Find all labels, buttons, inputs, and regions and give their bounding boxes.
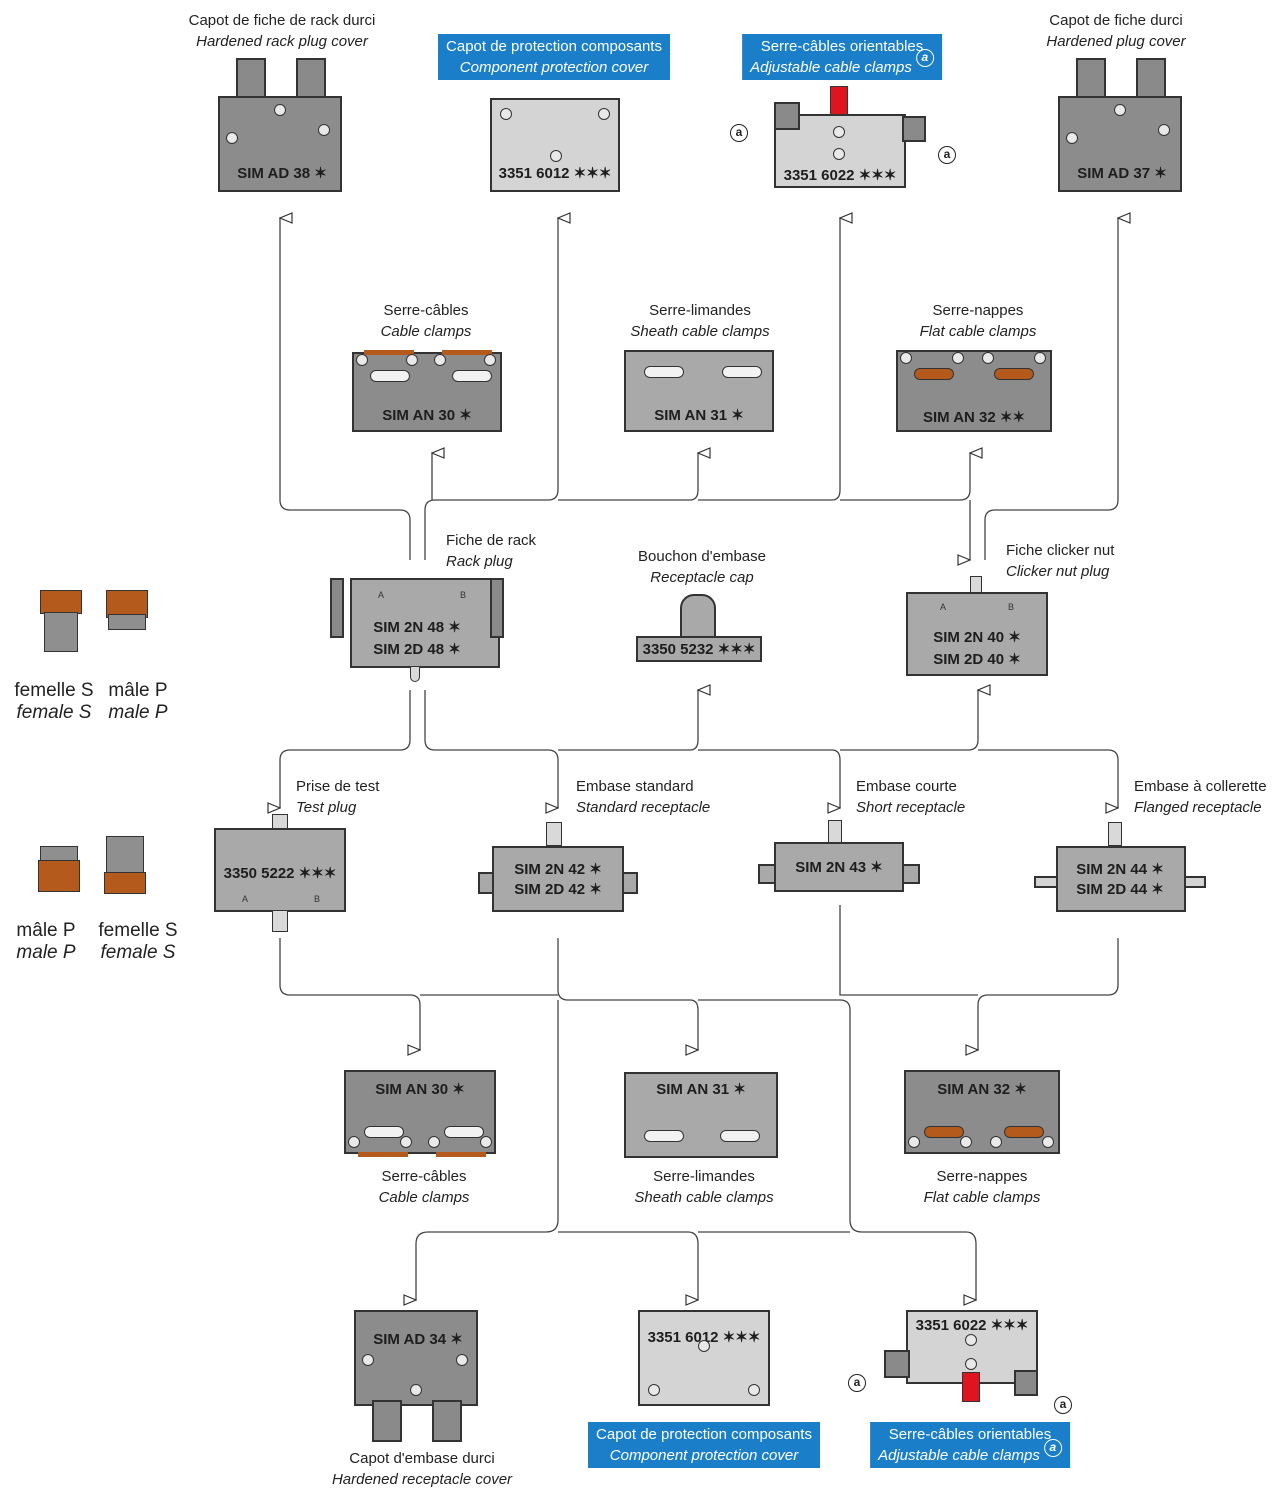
label-standard-receptacle: Embase standard Standard receptacle (576, 776, 710, 818)
label-cable-clamps-bottom: Serre-câbles Cable clamps (379, 1166, 470, 1208)
hardened-plug-cover: SIM AD 37 ✶ (1058, 58, 1186, 198)
code-sim-2n-48: SIM 2N 48 ✶ (322, 618, 512, 636)
component-protection-cover-bottom: 3351 6012 ✶✶✶ (638, 1310, 770, 1408)
legend-male-p-bottom: mâle P male P (6, 920, 86, 964)
code-sim-an-30-top: SIM AN 30 ✶ (352, 406, 502, 424)
code-sim-2n-44: SIM 2N 44 ✶ (1034, 860, 1206, 878)
mini-female-s-top (38, 590, 84, 654)
label-cable-clamps-top: Serre-câbles Cable clamps (381, 300, 472, 342)
adjustable-cable-clamps-bottom: 3351 6022 ✶✶✶ a a (848, 1310, 1078, 1422)
hardened-receptacle-cover: SIM AD 34 ✶ (354, 1310, 482, 1444)
cable-clamps-bottom: SIM AN 30 ✶ (344, 1064, 496, 1160)
sheath-cable-clamps-bottom: SIM AN 31 ✶ (624, 1066, 778, 1160)
code-sim-an-30-bottom: SIM AN 30 ✶ (344, 1080, 496, 1098)
component-protection-cover-top: 3351 6012 ✶✶✶ (490, 98, 620, 198)
code-sim-an-31-bottom: SIM AN 31 ✶ (624, 1080, 778, 1098)
callout-a-icon: a (848, 1374, 866, 1392)
pin-mark-a: A (242, 894, 248, 904)
code-sim-an-32-bottom: SIM AN 32 ✶ (904, 1080, 1060, 1098)
label-adjustable-cable-clamps-bottom: Serre-câbles orientables Adjustable cabl… (870, 1422, 1070, 1468)
flat-cable-clamps-top: SIM AN 32 ✶✶ (896, 346, 1052, 438)
label-flat-cable-clamps-top: Serre-nappes Flat cable clamps (920, 300, 1037, 342)
rack-plug: A B SIM 2N 48 ✶ SIM 2D 48 ✶ (322, 572, 512, 684)
code-sim-2d-48: SIM 2D 48 ✶ (322, 640, 512, 658)
label-component-protection-cover-top: Capot de protection composants Component… (438, 34, 670, 80)
legend-male-p-top: mâle P male P (98, 680, 178, 724)
code-3351-6012-top: 3351 6012 ✶✶✶ (490, 164, 620, 182)
code-sim-2n-42: SIM 2N 42 ✶ (474, 860, 642, 878)
pin-mark-a: A (940, 602, 946, 612)
code-sim-ad-34: SIM AD 34 ✶ (354, 1330, 482, 1348)
cable-clamps-top: SIM AN 30 ✶ (352, 346, 502, 438)
legend-female-s-top: femelle S female S (6, 680, 102, 724)
pin-mark-b: B (314, 894, 320, 904)
label-adjustable-cable-clamps-top: Serre-câbles orientables Adjustable cabl… (742, 34, 942, 80)
code-sim-2n-40: SIM 2N 40 ✶ (906, 628, 1048, 646)
label-hardened-plug-cover: Capot de fiche durci Hardened plug cover (1046, 10, 1185, 52)
label-flat-cable-clamps-bottom: Serre-nappes Flat cable clamps (924, 1166, 1041, 1208)
clicker-nut-plug: A B SIM 2N 40 ✶ SIM 2D 40 ✶ (906, 576, 1048, 680)
code-sim-ad-38: SIM AD 38 ✶ (218, 164, 346, 182)
label-test-plug: Prise de test Test plug (296, 776, 379, 818)
code-sim-2d-42: SIM 2D 42 ✶ (474, 880, 642, 898)
callout-a-icon: a (938, 146, 956, 164)
code-3351-6022-top: 3351 6022 ✶✶✶ (774, 166, 906, 184)
code-sim-2d-44: SIM 2D 44 ✶ (1034, 880, 1206, 898)
test-plug: 3350 5222 ✶✶✶ A B (214, 814, 346, 934)
code-3351-6022-bottom: 3351 6022 ✶✶✶ (906, 1316, 1038, 1334)
legend-female-s-bottom: femelle S female S (88, 920, 188, 964)
label-sheath-cable-clamps-top: Serre-limandes Sheath cable clamps (630, 300, 769, 342)
label-flanged-receptacle: Embase à collerette Flanged receptacle (1134, 776, 1267, 818)
callout-a-icon: a (1044, 1439, 1062, 1457)
callout-a-icon: a (916, 49, 934, 67)
code-3350-5222: 3350 5222 ✶✶✶ (214, 864, 346, 882)
adjustable-cable-clamps-top: a a 3351 6022 ✶✶✶ (730, 86, 960, 198)
label-hardened-receptacle-cover: Capot d'embase durci Hardened receptacle… (332, 1448, 512, 1490)
label-hardened-rack-plug-cover: Capot de fiche de rack durci Hardened ra… (189, 10, 376, 52)
label-short-receptacle: Embase courte Short receptacle (856, 776, 965, 818)
code-sim-an-32-top: SIM AN 32 ✶✶ (896, 408, 1052, 426)
mini-male-p-top (104, 590, 150, 642)
code-3350-5232: 3350 5232 ✶✶✶ (636, 640, 762, 658)
label-sheath-cable-clamps-bottom: Serre-limandes Sheath cable clamps (634, 1166, 773, 1208)
standard-receptacle: SIM 2N 42 ✶ SIM 2D 42 ✶ (474, 822, 642, 914)
mini-female-s-bottom (102, 836, 148, 900)
label-component-protection-cover-bottom: Capot de protection composants Component… (588, 1422, 820, 1468)
flat-cable-clamps-bottom: SIM AN 32 ✶ (904, 1064, 1060, 1160)
callout-a-icon: a (730, 124, 748, 142)
pin-mark-b: B (1008, 602, 1014, 612)
pin-mark-b: B (460, 590, 466, 600)
sheath-cable-clamps-top: SIM AN 31 ✶ (624, 350, 774, 438)
callout-a-icon: a (1054, 1396, 1072, 1414)
pin-mark-a: A (378, 590, 384, 600)
label-rack-plug: Fiche de rack Rack plug (446, 530, 536, 572)
mini-male-p-bottom (36, 846, 82, 898)
flanged-receptacle: SIM 2N 44 ✶ SIM 2D 44 ✶ (1034, 822, 1206, 914)
short-receptacle: SIM 2N 43 ✶ (754, 820, 924, 896)
code-sim-ad-37: SIM AD 37 ✶ (1058, 164, 1186, 182)
label-receptacle-cap: Bouchon d'embase Receptacle cap (638, 546, 766, 588)
hardened-rack-plug-cover: SIM AD 38 ✶ (218, 58, 346, 198)
code-sim-2d-40: SIM 2D 40 ✶ (906, 650, 1048, 668)
receptacle-cap: 3350 5232 ✶✶✶ (636, 594, 762, 666)
code-sim-2n-43: SIM 2N 43 ✶ (754, 858, 924, 876)
code-sim-an-31-top: SIM AN 31 ✶ (624, 406, 774, 424)
